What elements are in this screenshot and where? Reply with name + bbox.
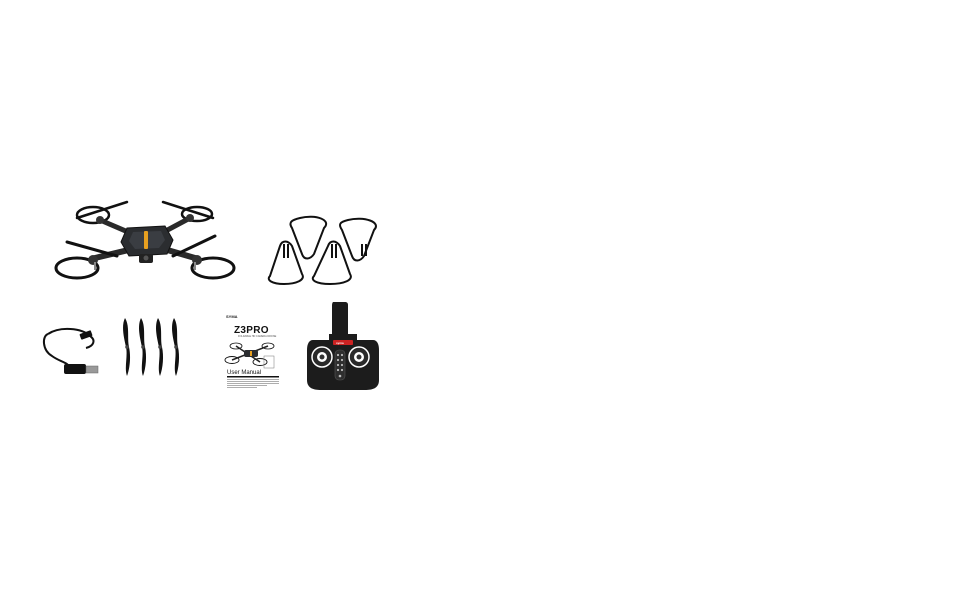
manual-brand: SYMA bbox=[226, 314, 238, 319]
prop-guard-rear-right bbox=[180, 205, 214, 223]
manual-title: User Manual bbox=[227, 370, 261, 376]
drone-image bbox=[54, 198, 240, 286]
prop-guard-2 bbox=[339, 217, 377, 262]
right-joystick bbox=[348, 346, 370, 368]
usb-cable-image bbox=[40, 326, 102, 378]
prop-guard-1 bbox=[289, 215, 327, 260]
remote-controller: syma bbox=[305, 300, 381, 392]
prop-guards-image bbox=[266, 214, 384, 286]
user-manual: SYMA Z3PRO FOLDABLE HD CAMERA DRONE User… bbox=[224, 312, 282, 392]
manual-subtitle: FOLDABLE HD CAMERA DRONE bbox=[238, 335, 277, 338]
prop-guard-front-right bbox=[190, 256, 236, 280]
prop-guard-4 bbox=[311, 240, 352, 286]
prop-guard-3 bbox=[267, 240, 304, 286]
controller-logo: syma bbox=[336, 341, 344, 345]
manual-drone-illustration bbox=[224, 342, 275, 366]
propellers-image bbox=[118, 316, 182, 378]
prop-guard-front-left bbox=[54, 256, 100, 280]
prop-guard-rear-left bbox=[75, 205, 111, 225]
left-joystick bbox=[311, 346, 333, 368]
manual-model: Z3PRO bbox=[234, 325, 269, 336]
